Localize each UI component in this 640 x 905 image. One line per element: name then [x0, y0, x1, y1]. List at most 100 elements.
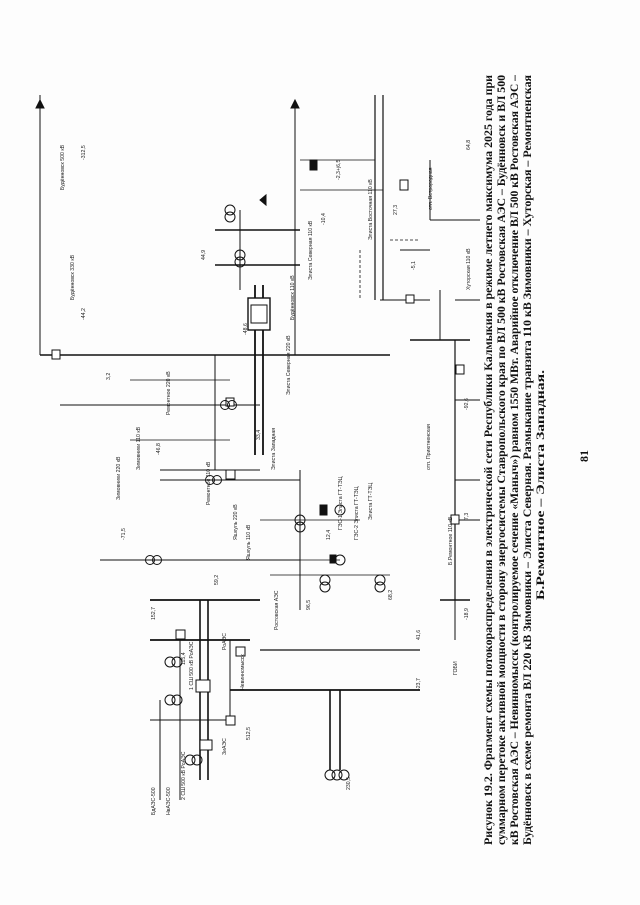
label-remontnoe-110: Ремонтное 110 кВ — [206, 461, 212, 505]
label-elista-vost-110: Элиста Восточная 110 кВ — [368, 179, 374, 240]
label-v-220-bud: БдАЭС-500 — [151, 787, 157, 815]
label-v-110-1: 1 СШ 500 кВ РоАЭС — [189, 641, 195, 690]
label-ges-2: ГЭС-2 Элиста ГТ-ТЭЦ — [354, 486, 360, 540]
transformer-symbol — [184, 754, 203, 766]
labels: Будённовск 500 кВ Будённовск 330 кВ Будё… — [60, 140, 472, 815]
flow-value: 230,5 — [346, 777, 352, 790]
label-khutorskaya: Хуторская 110 кВ — [466, 248, 472, 290]
flow-value: 12,4 — [326, 530, 332, 540]
switch-symbol — [199, 739, 213, 751]
caption: Рисунок 19.2. Фрагмент схемы потокораспр… — [483, 75, 547, 845]
flow-value: 115,4 — [181, 652, 187, 665]
label-rostovskaya-aes: Ростовская АЭС — [274, 590, 280, 630]
switch-symbol — [309, 159, 318, 171]
flow-value: 41,6 — [416, 630, 422, 640]
flow-value: 64,8 — [466, 140, 472, 150]
switch-symbol — [225, 469, 236, 480]
generator-symbol — [334, 554, 346, 566]
transformer-symbol — [234, 249, 246, 268]
switch-symbol — [225, 397, 235, 407]
arrow-symbol — [35, 98, 45, 109]
flow-value: -92,6 — [464, 398, 470, 410]
flow-value: -48,6 — [243, 323, 249, 335]
generator-symbol — [334, 504, 346, 516]
label-elista-sev-110: Элиста Северная 110 кВ — [308, 220, 314, 280]
transformer-symbol — [164, 656, 183, 668]
caption-line-3: кВ Ростовская АЭС – Невинномысск (контро… — [509, 75, 521, 845]
arrow-symbol — [290, 98, 300, 109]
label-otp-vetrorodnaya: отп. Ветрородная — [428, 167, 434, 210]
label-v-220-nev: НвАЭС-500 — [166, 787, 172, 815]
flow-value: 44,9 — [201, 250, 207, 260]
flow-value: -5,1 — [411, 261, 417, 270]
flow-value: 68,2 — [388, 590, 394, 600]
flow-value: 7,3 — [464, 513, 470, 520]
transformer-symbol — [224, 204, 236, 223]
label-v-110-2: 2 СШ 500 кВ РоАЭС — [181, 751, 187, 800]
flow-value: -312,5 — [81, 145, 87, 160]
label-gobi: ГОБИ — [453, 661, 459, 675]
caption-line-1: Рисунок 19.2. Фрагмент схемы потокораспр… — [483, 75, 495, 845]
label-zimovniki-110: Зимовники 110 кВ — [136, 426, 142, 470]
switch-symbol — [175, 629, 186, 640]
flow-value: 59,2 — [214, 575, 220, 585]
label-budennovsk-110: Будённовск 110 кВ — [290, 275, 296, 320]
label-otp-priyutnenskaya: отп. Приютненская — [426, 424, 432, 470]
label-yashkul-110: Яшкуль 110 кВ — [246, 524, 252, 560]
switch-symbol — [51, 349, 61, 360]
caption-line-2: суммарном перетоке активной мощности в с… — [496, 75, 508, 845]
switch-symbol — [399, 179, 409, 191]
switch-symbol — [455, 364, 465, 375]
label-elista-gt-tec: Элиста ГТ-ТЭЦ — [368, 483, 374, 520]
label-b-remontnoe: Б.Ремонтное 110 кВ — [448, 516, 454, 565]
transformer-symbol — [205, 475, 222, 485]
flow-value: -23,7 — [416, 678, 422, 690]
label-yashkul-220: Яшкуль 220 кВ — [233, 504, 239, 540]
lines — [39, 95, 480, 800]
label-ges-1: ГЭС-1 Элиста ГТ-ТЭЦ — [338, 476, 344, 530]
switch-symbol — [225, 715, 236, 726]
transformer-symbol — [374, 574, 386, 593]
caption-line-5: Б.Ремонтное – Элиста Западная. — [535, 370, 547, 600]
flow-value: 3,2 — [106, 373, 112, 380]
equipment — [35, 98, 465, 781]
switch-symbol — [250, 304, 268, 324]
transformer-symbol — [294, 514, 306, 533]
flow-value: -46,8 — [156, 443, 162, 455]
switch-symbol — [329, 554, 337, 564]
transformer-symbol — [145, 555, 162, 565]
transformer-symbol — [324, 769, 350, 781]
switch-symbol — [235, 646, 246, 657]
label-elista-sev-220: Элиста Северная 220 кВ — [286, 335, 292, 395]
flow-value: -71,5 — [121, 528, 127, 540]
switch-symbol — [195, 679, 211, 693]
transformer-symbol — [220, 400, 237, 410]
page-number: 81 — [577, 450, 591, 462]
switch-symbol — [405, 294, 415, 304]
flow-value: 512,5 — [246, 727, 252, 740]
flow-value: 33,4 — [256, 430, 262, 440]
flow-value: -18,9 — [464, 608, 470, 620]
label-ps-rs-2: ЗиАЭС — [222, 738, 228, 755]
label-nevinnomyssk: Невинномысск — [240, 654, 246, 690]
flow-value: -2,3+j6,5 — [336, 160, 342, 180]
transformer-symbol — [319, 574, 331, 593]
label-ps-rs-1: РоАЭС — [222, 633, 228, 650]
label-budennovsk-330: Будённовск 330 кВ — [70, 254, 76, 300]
caption-line-4: Будённовск в схеме ремонта ВЛ 220 кВ Зим… — [522, 75, 534, 845]
flow-value: 27,3 — [393, 205, 399, 215]
flow-value: 152,7 — [151, 607, 157, 620]
arrow-symbol — [259, 193, 267, 207]
label-zimovniki-220: Зимовники 220 кВ — [116, 456, 122, 500]
transformer-symbol — [164, 694, 183, 706]
switch-symbol — [319, 504, 328, 516]
label-elista-zap: Элиста Западная — [271, 428, 277, 470]
flow-value: -10,4 — [321, 213, 327, 225]
flow-value: 96,5 — [306, 600, 312, 610]
label-remontnoe-220: Ремонтное 220 кВ — [166, 371, 172, 415]
flow-value: -44,2 — [81, 308, 87, 320]
label-budennovsk-500: Будённовск 500 кВ — [60, 144, 66, 190]
switch-symbol — [450, 514, 460, 525]
